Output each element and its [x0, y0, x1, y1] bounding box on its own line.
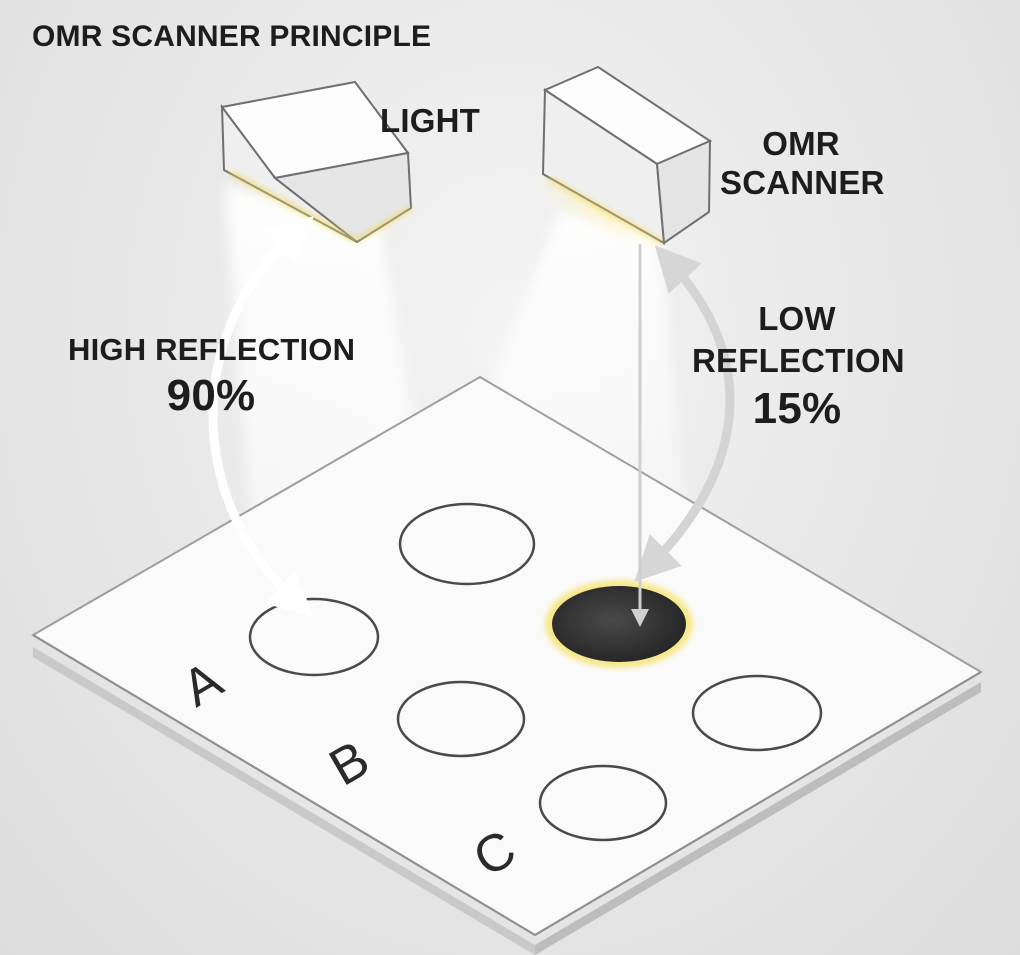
high-reflection-label: HIGH REFLECTION: [68, 332, 356, 367]
low-reflection-value: 15%: [752, 384, 842, 433]
bubble: [398, 502, 536, 586]
sheet-edge-right: [535, 682, 981, 955]
bubble: [691, 674, 823, 752]
scanner-label-line2: SCANNER: [720, 164, 885, 201]
low-reflection-label-line1: LOW: [758, 300, 836, 337]
scanner-label: OMR SCANNER: [720, 124, 885, 202]
filled-bubble: [552, 586, 686, 662]
bubble-c: [538, 764, 668, 842]
sheet-edge-left: [33, 647, 535, 955]
light-label: LIGHT: [380, 102, 480, 139]
light-source-box-icon: [220, 80, 413, 244]
scanner-label-line1: OMR: [762, 125, 840, 162]
bubble-grid: [248, 502, 823, 842]
high-reflection-value: 90%: [166, 371, 256, 420]
low-reflection-label-line2: REFLECTION: [692, 342, 905, 379]
bubble-b: [396, 680, 526, 758]
low-reflection-label: LOW REFLECTION: [692, 298, 905, 382]
omr-scanner-box-icon: [532, 65, 713, 250]
low-reflection-arrow-icon: [634, 245, 735, 583]
low-reflection-callout: LOW REFLECTION 15%: [692, 298, 905, 436]
bubble-a: [248, 597, 380, 677]
high-reflection-arrow-icon: [208, 216, 314, 618]
high-reflection-callout: HIGH REFLECTION 90%: [68, 332, 356, 424]
diagram-title: OMR SCANNER PRINCIPLE: [32, 20, 432, 53]
